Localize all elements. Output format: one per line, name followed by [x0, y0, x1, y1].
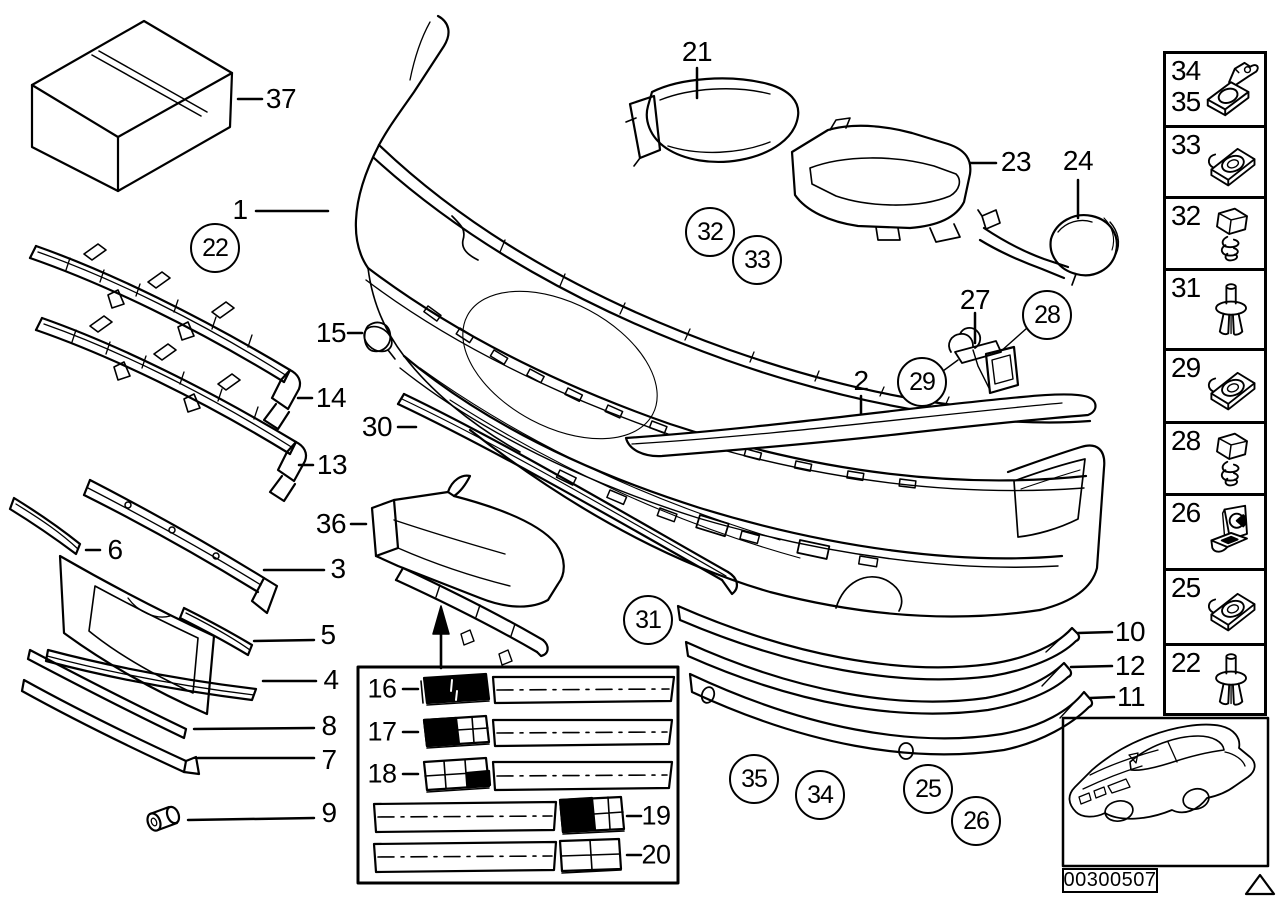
- part-3-license-plate-base-drawing: [58, 478, 279, 716]
- callout-11[interactable]: 11: [1116, 681, 1146, 712]
- legend-label-17[interactable]: 17: [367, 716, 397, 747]
- callout-circled-34[interactable]: 34: [795, 770, 845, 820]
- callout-23[interactable]: 23: [1000, 146, 1032, 177]
- part-10-strip-drawing: [676, 604, 1081, 681]
- callout-14[interactable]: 14: [315, 382, 347, 413]
- sidebar-cell-34-35[interactable]: 34 35: [1166, 54, 1264, 128]
- clamp-bracket-icon: [1206, 61, 1259, 116]
- legend-label-18[interactable]: 18: [367, 758, 397, 789]
- callout-36[interactable]: 36: [315, 508, 347, 539]
- part-15-cover-drawing: [363, 321, 396, 360]
- callout-24[interactable]: 24: [1062, 145, 1094, 176]
- part-14-grille-drawing: [28, 243, 302, 431]
- part-21-duct-drawing: [625, 77, 800, 167]
- speed-nut-icon: [1207, 592, 1256, 632]
- part-7-strip-drawing: [20, 678, 201, 776]
- diagram-number-stamp: 00300507: [1062, 868, 1158, 893]
- part-23-duct-drawing: [790, 117, 972, 243]
- callout-circled-26[interactable]: 26: [951, 796, 1001, 846]
- sidebar-cell-22[interactable]: 22: [1166, 646, 1264, 713]
- callout-3[interactable]: 3: [330, 553, 346, 584]
- speed-nut-icon: [1207, 371, 1256, 411]
- thin-leader-lines: [942, 327, 1028, 372]
- sidebar-cell-32[interactable]: 32: [1166, 199, 1264, 271]
- part-1-bumper-cover-drawing: [354, 14, 1106, 618]
- legend-box-drawing: [356, 665, 680, 885]
- callout-37[interactable]: 37: [265, 83, 297, 114]
- triangle-mark-icon: [1244, 873, 1276, 896]
- sidebar-cell-33[interactable]: 33: [1166, 128, 1264, 199]
- callout-2[interactable]: 2: [853, 365, 869, 396]
- callout-circled-25[interactable]: 25: [903, 764, 953, 814]
- callout-27[interactable]: 27: [959, 284, 991, 315]
- sidebar-cell-25[interactable]: 25: [1166, 571, 1264, 646]
- part-9-plug-drawing: [146, 805, 181, 832]
- callout-circled-32[interactable]: 32: [685, 207, 735, 257]
- part-4-strip-drawing: [44, 648, 258, 702]
- legend-label-19[interactable]: 19: [641, 800, 671, 831]
- callout-circled-28[interactable]: 28: [1022, 290, 1072, 340]
- callout-circled-31[interactable]: 31: [623, 595, 673, 645]
- callout-9[interactable]: 9: [321, 797, 337, 828]
- part-5-strip-drawing: [178, 606, 254, 657]
- expansion-rivet-icon: [1215, 282, 1247, 336]
- part-36-duct-drawing: [370, 474, 565, 608]
- sidebar-cell-26[interactable]: 26: [1166, 496, 1264, 571]
- hex-screw-icon: [1216, 207, 1248, 261]
- part-30-strip-drawing: [396, 392, 738, 596]
- sidebar-cell-28[interactable]: 28: [1166, 424, 1264, 496]
- part-37-box-drawing: [30, 19, 234, 193]
- callout-circled-33[interactable]: 33: [732, 235, 782, 285]
- sidebar-cell-31[interactable]: 31: [1166, 271, 1264, 351]
- callout-12[interactable]: 12: [1114, 650, 1146, 681]
- legend-label-16[interactable]: 16: [367, 673, 397, 704]
- part-24-horn-drawing: [977, 209, 1120, 286]
- part-6-strip-drawing: [8, 496, 82, 556]
- callout-13[interactable]: 13: [316, 449, 348, 480]
- callout-circled-22[interactable]: 22: [190, 223, 240, 273]
- part-2-trim-strip-drawing: [624, 393, 1097, 458]
- leader-lines: [84, 66, 1116, 857]
- part-12-strip-drawing: [684, 640, 1073, 715]
- callout-6[interactable]: 6: [107, 534, 123, 565]
- legend-label-20[interactable]: 20: [641, 839, 671, 870]
- callout-5[interactable]: 5: [320, 619, 336, 650]
- callout-8[interactable]: 8: [321, 710, 337, 741]
- callout-10[interactable]: 10: [1114, 616, 1146, 647]
- expansion-rivet-icon: [1215, 652, 1247, 706]
- callout-circled-29[interactable]: 29: [897, 357, 947, 407]
- callout-7[interactable]: 7: [321, 744, 337, 775]
- callout-30[interactable]: 30: [361, 411, 393, 442]
- part-8-strip-drawing: [26, 648, 188, 740]
- callout-circled-35[interactable]: 35: [729, 754, 779, 804]
- part-11-strip-drawing: [688, 672, 1094, 760]
- callout-21[interactable]: 21: [681, 36, 713, 67]
- callout-4[interactable]: 4: [323, 664, 339, 695]
- legend-pointer-arrow: [432, 605, 450, 670]
- fastener-sidebar: 34 35 33 32 31: [1163, 51, 1267, 716]
- hex-screw-icon: [1216, 432, 1248, 486]
- part-27-bracket-drawing: [948, 327, 1020, 395]
- callout-1[interactable]: 1: [232, 194, 248, 225]
- sidebar-cell-29[interactable]: 29: [1166, 351, 1264, 424]
- lower-grille-strip-drawing: [394, 566, 549, 666]
- part-13-grille-drawing: [34, 315, 308, 503]
- speed-nut-icon: [1207, 147, 1256, 187]
- car-locator-thumbnail: [1061, 716, 1270, 868]
- angle-bracket-icon: [1210, 504, 1248, 553]
- callout-15[interactable]: 15: [315, 317, 347, 348]
